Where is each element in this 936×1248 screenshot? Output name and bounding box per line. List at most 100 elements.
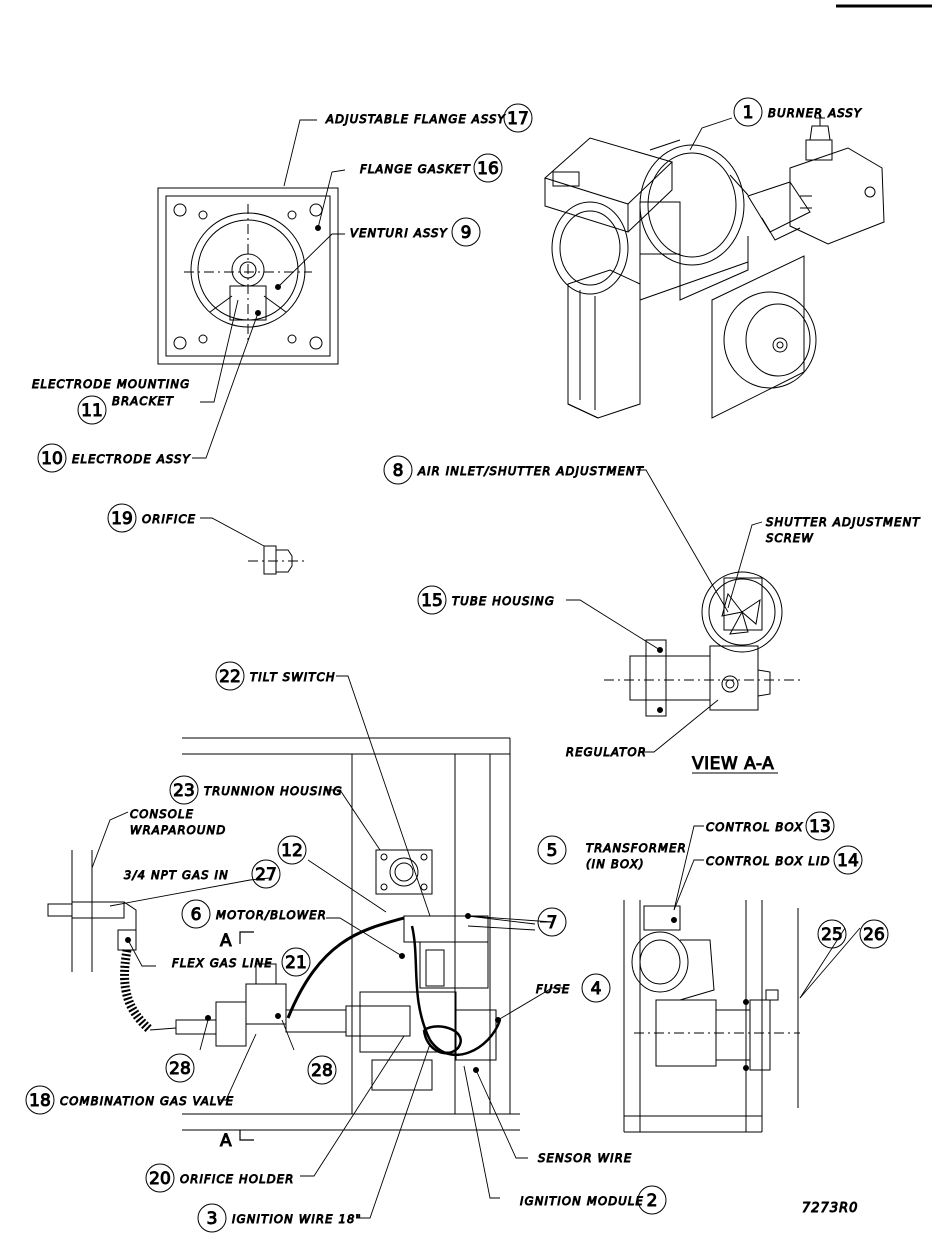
callout-number: 10 [41, 449, 63, 469]
callout-number: 15 [421, 591, 443, 611]
callout-number: 2 [647, 1191, 658, 1211]
control-box-side-view [623, 900, 800, 1133]
callout-number: 7 [547, 913, 558, 933]
callout-26: 26 [859, 919, 889, 949]
callout-circle [215, 661, 245, 691]
callout-label-line2: BRACKET [112, 394, 174, 408]
shutter-adjustment-label-line2: SCREW [766, 531, 814, 545]
callout-9: 9 VENTURI ASSY [350, 217, 481, 247]
callout-21: 21 FLEX GAS LINE [172, 947, 311, 977]
callout-number: 8 [393, 461, 404, 481]
callout-label: IGNITION MODULE [520, 1194, 644, 1208]
callout-number: 19 [111, 509, 133, 529]
callout-11: 11 ELECTRODE MOUNTING BRACKET [32, 377, 190, 425]
callout-number: 26 [863, 925, 885, 945]
callout-label: IGNITION WIRE 18" [232, 1212, 362, 1226]
console-wraparound-label-line2: WRAPAROUND [130, 823, 226, 837]
callout-number: 17 [507, 109, 529, 129]
callout-1: 1 BURNER ASSY [733, 97, 862, 127]
callout-label: CONTROL BOX [706, 820, 804, 834]
callout-circle [77, 395, 107, 425]
callout-label: FUSE [536, 982, 570, 996]
callout-number: 27 [255, 865, 277, 885]
callout-label: VENTURI ASSY [350, 226, 448, 240]
callout-label: AIR INLET/SHUTTER ADJUSTMENT [417, 464, 644, 478]
view-a-a-drawing [604, 571, 800, 717]
callout-label: FLANGE GASKET [360, 162, 471, 176]
callout-circle [859, 919, 889, 949]
callout-circle [169, 775, 199, 805]
callout-circle [107, 503, 137, 533]
callout-5: 5 [537, 835, 567, 865]
callout-circle [145, 1163, 175, 1193]
callout-label: ORIFICE HOLDER [180, 1172, 294, 1186]
callout-8: 8 AIR INLET/SHUTTER ADJUSTMENT [383, 455, 644, 485]
callout-number: 23 [173, 781, 195, 801]
callout-label: TUBE HOUSING [452, 594, 555, 608]
callout-3: 3 IGNITION WIRE 18" [197, 1203, 362, 1233]
callout-number: 13 [809, 817, 831, 837]
callout-label: ELECTRODE ASSY [72, 452, 191, 466]
callout-20: 20 ORIFICE HOLDER [145, 1163, 294, 1193]
main-assembly-drawing [47, 737, 520, 1141]
callout-number: 11 [81, 401, 103, 421]
callout-circle [581, 973, 611, 1003]
callout-number: 14 [837, 851, 859, 871]
drawing-number: 7273R0 [802, 1201, 858, 1216]
callout-circle [281, 947, 311, 977]
sensor-wire-label: SENSOR WIRE [538, 1151, 632, 1165]
callout-circle [503, 103, 533, 133]
callout-28: 28 [307, 1055, 337, 1085]
callout-circle [473, 153, 503, 183]
adjustable-flange-drawing [157, 187, 339, 365]
callout-circle [417, 585, 447, 615]
callout-number: 4 [591, 979, 602, 999]
callout-circle [537, 835, 567, 865]
callout-4: 4 FUSE [536, 973, 611, 1003]
callout-number: 3 [207, 1209, 218, 1229]
callout-circle [383, 455, 413, 485]
transformer-label-line1: TRANSFORMER [586, 841, 687, 855]
callout-number: 21 [285, 953, 307, 973]
callout-circle [307, 1055, 337, 1085]
orifice-drawing [248, 545, 306, 575]
callout-label-line1: ELECTRODE MOUNTING [32, 377, 190, 391]
callout-number: 9 [461, 223, 472, 243]
callout-14: 14 CONTROL BOX LID [706, 845, 863, 875]
regulator-label: REGULATOR [566, 745, 647, 759]
view-a-a-title: VIEW A-A [692, 754, 774, 774]
callout-number: 12 [281, 841, 303, 861]
callout-circle [833, 845, 863, 875]
callout-label: 3/4 NPT GAS IN [124, 868, 229, 882]
callout-25: 25 [817, 919, 847, 949]
callout-circle [251, 859, 281, 889]
callout-number: 28 [169, 1059, 191, 1079]
callout-number: 20 [149, 1169, 171, 1189]
callout-12: 12 [277, 835, 307, 865]
callout-number: 22 [219, 667, 241, 687]
callout-circle [451, 217, 481, 247]
callout-22: 22 TILT SWITCH [215, 661, 336, 691]
callout-label: BURNER ASSY [768, 106, 862, 120]
callout-circle [277, 835, 307, 865]
callout-label: CONTROL BOX LID [706, 854, 831, 868]
callout-label: MOTOR/BLOWER [216, 908, 327, 922]
callout-circle [733, 97, 763, 127]
callout-number: 1 [743, 103, 754, 123]
section-marker-top: A [220, 931, 232, 951]
callout-label: ADJUSTABLE FLANGE ASSY [325, 112, 506, 126]
shutter-adjustment-label-line1: SHUTTER ADJUSTMENT [766, 515, 921, 529]
callout-circle [37, 443, 67, 473]
section-marker-bottom: A [220, 1131, 232, 1151]
callout-label: TILT SWITCH [250, 670, 336, 684]
burner-assembly-drawing [544, 117, 885, 419]
callout-label: FLEX GAS LINE [172, 956, 273, 970]
callout-number: 18 [29, 1091, 51, 1111]
